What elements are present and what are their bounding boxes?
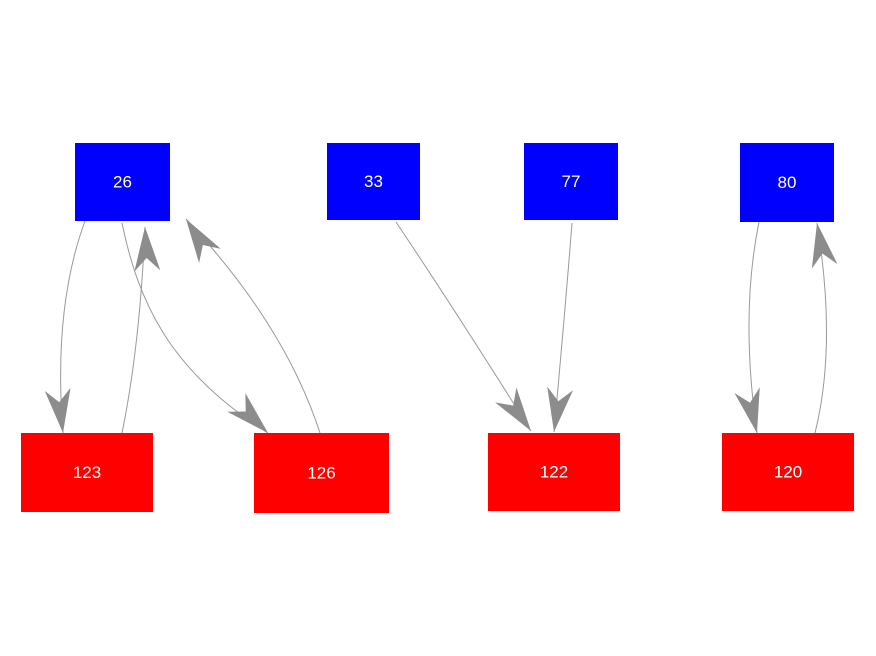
node-box-80 <box>740 143 834 222</box>
arrowhead-80-to-120 <box>734 387 760 433</box>
arrowhead-33-to-122 <box>495 387 531 431</box>
node-label-26: 26 <box>113 173 132 192</box>
arrowhead-123-to-26 <box>134 227 161 272</box>
node-80: 80 <box>740 143 834 222</box>
node-label-77: 77 <box>562 172 581 191</box>
edge-126-to-26 <box>185 218 321 434</box>
edge-26-to-126 <box>121 222 269 434</box>
node-box-126 <box>254 433 389 513</box>
node-120: 120 <box>722 433 854 511</box>
node-label-120: 120 <box>774 463 802 482</box>
node-box-77 <box>524 143 618 220</box>
node-label-80: 80 <box>778 173 797 192</box>
nodes-layer: 26 33 77 80 123 126 122 120 <box>21 143 854 513</box>
node-26: 26 <box>75 143 170 221</box>
node-122: 122 <box>488 433 620 511</box>
arrowhead-26-to-123 <box>44 387 71 433</box>
arrowhead-26-to-126 <box>227 393 268 433</box>
node-123: 123 <box>21 433 153 512</box>
node-33: 33 <box>327 143 420 220</box>
node-label-123: 123 <box>73 463 101 482</box>
node-box-122 <box>488 433 620 511</box>
node-label-126: 126 <box>307 464 335 483</box>
arrowhead-126-to-26 <box>186 219 221 263</box>
node-box-120 <box>722 433 854 511</box>
node-label-122: 122 <box>540 463 568 482</box>
edge-33-to-122 <box>395 221 532 432</box>
node-box-33 <box>327 143 420 220</box>
arrowhead-120-to-80 <box>811 223 838 269</box>
node-box-123 <box>21 433 153 512</box>
node-126: 126 <box>254 433 389 513</box>
arrowhead-77-to-122 <box>547 386 573 432</box>
node-box-26 <box>75 143 170 221</box>
node-77: 77 <box>524 143 618 220</box>
node-label-33: 33 <box>364 172 383 191</box>
edges-layer <box>44 218 838 434</box>
